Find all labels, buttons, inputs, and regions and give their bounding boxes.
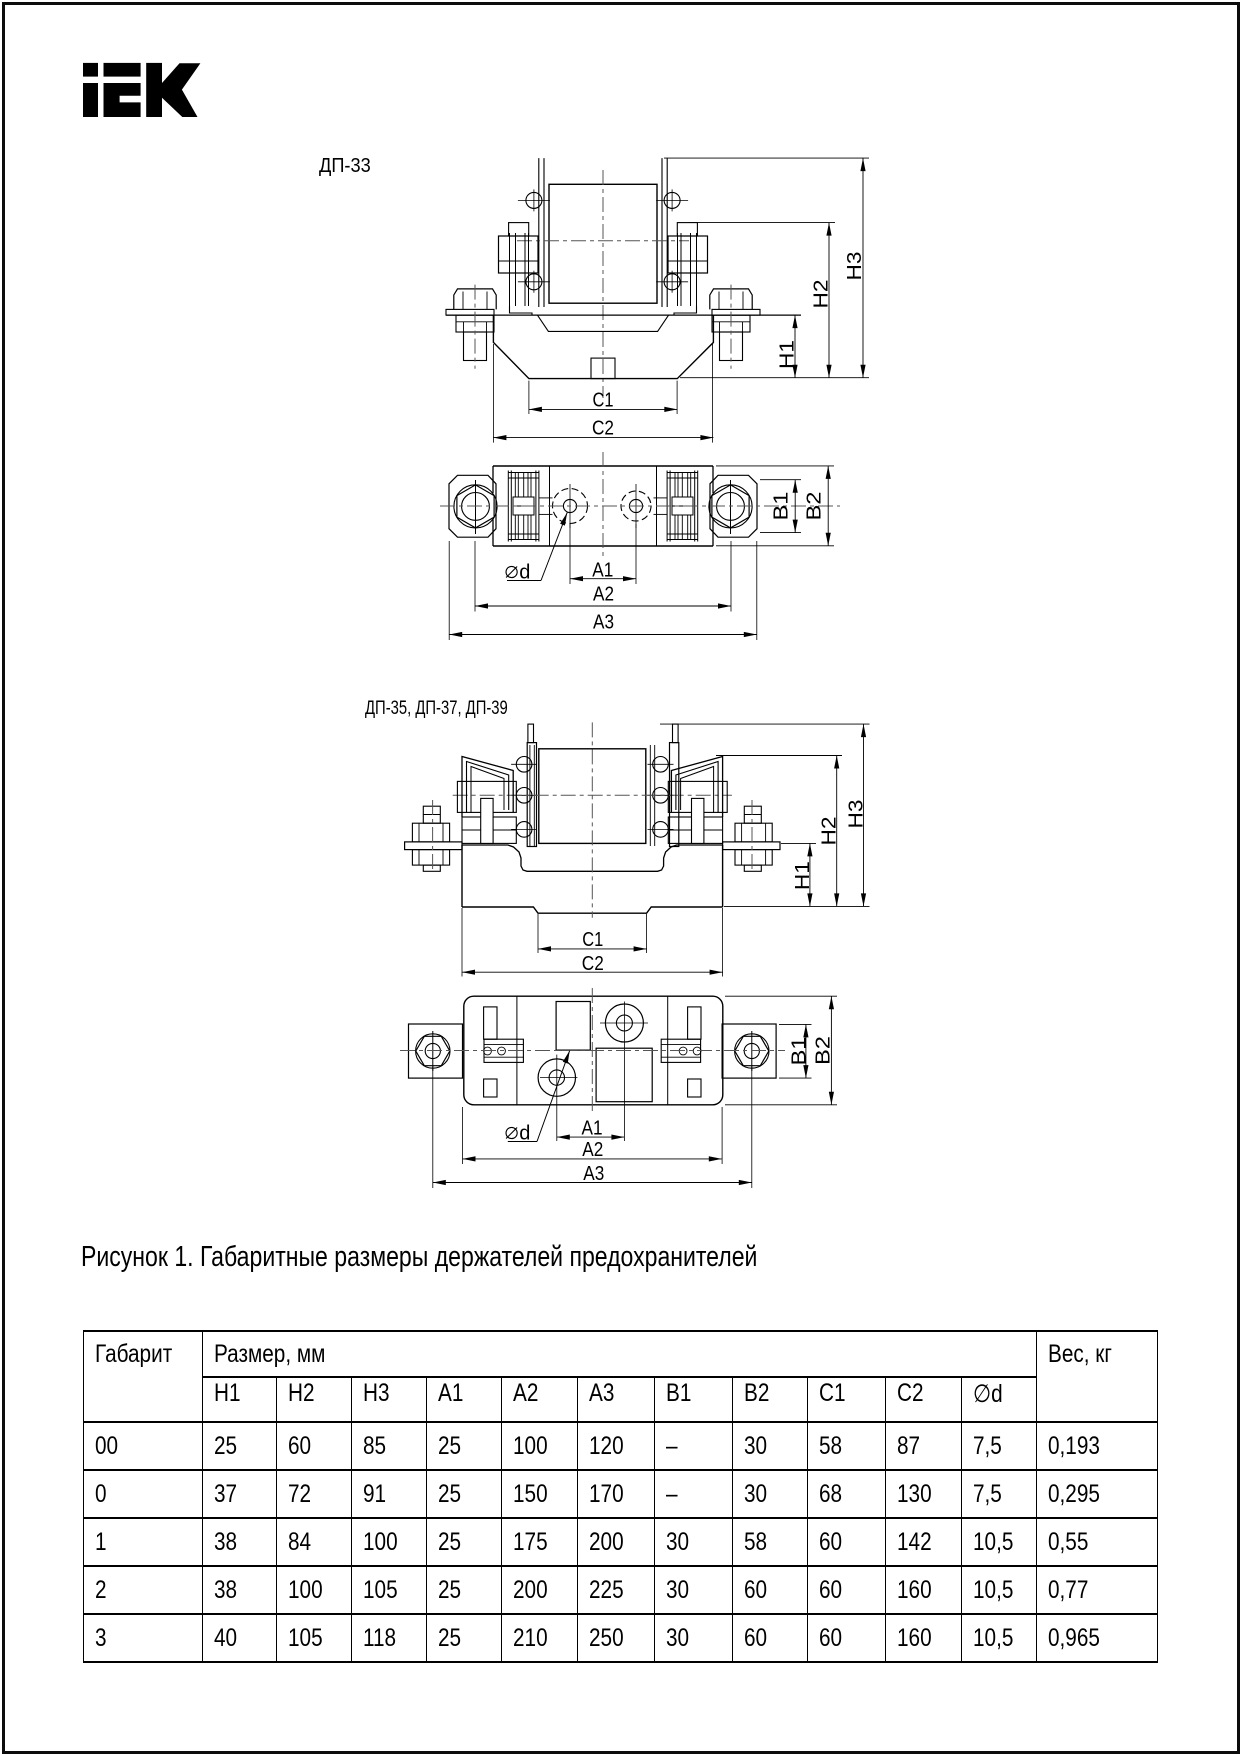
svg-text:H3: H3	[846, 800, 868, 829]
svg-text:C1: C1	[593, 390, 614, 412]
svg-text:d: d	[519, 562, 530, 584]
svg-text:H3: H3	[844, 252, 866, 281]
svg-text:C2: C2	[582, 953, 604, 975]
svg-text:B2: B2	[804, 492, 826, 521]
svg-text:A2: A2	[593, 583, 614, 605]
svg-text:H1: H1	[777, 340, 799, 369]
svg-text:B2: B2	[813, 1036, 835, 1065]
svg-text:C2: C2	[592, 418, 614, 440]
svg-text:A2: A2	[582, 1139, 603, 1161]
svg-text:H1: H1	[792, 861, 814, 890]
svg-text:A3: A3	[593, 611, 614, 633]
svg-text:A1: A1	[592, 560, 613, 582]
svg-text:H2: H2	[811, 280, 833, 309]
svg-text:A1: A1	[582, 1117, 603, 1139]
svg-text:d: d	[519, 1123, 530, 1145]
svg-text:H2: H2	[819, 817, 841, 846]
svg-text:C1: C1	[582, 929, 603, 951]
svg-text:A3: A3	[583, 1163, 604, 1185]
svg-text:B1: B1	[771, 492, 793, 521]
svg-text:B1: B1	[789, 1037, 811, 1066]
